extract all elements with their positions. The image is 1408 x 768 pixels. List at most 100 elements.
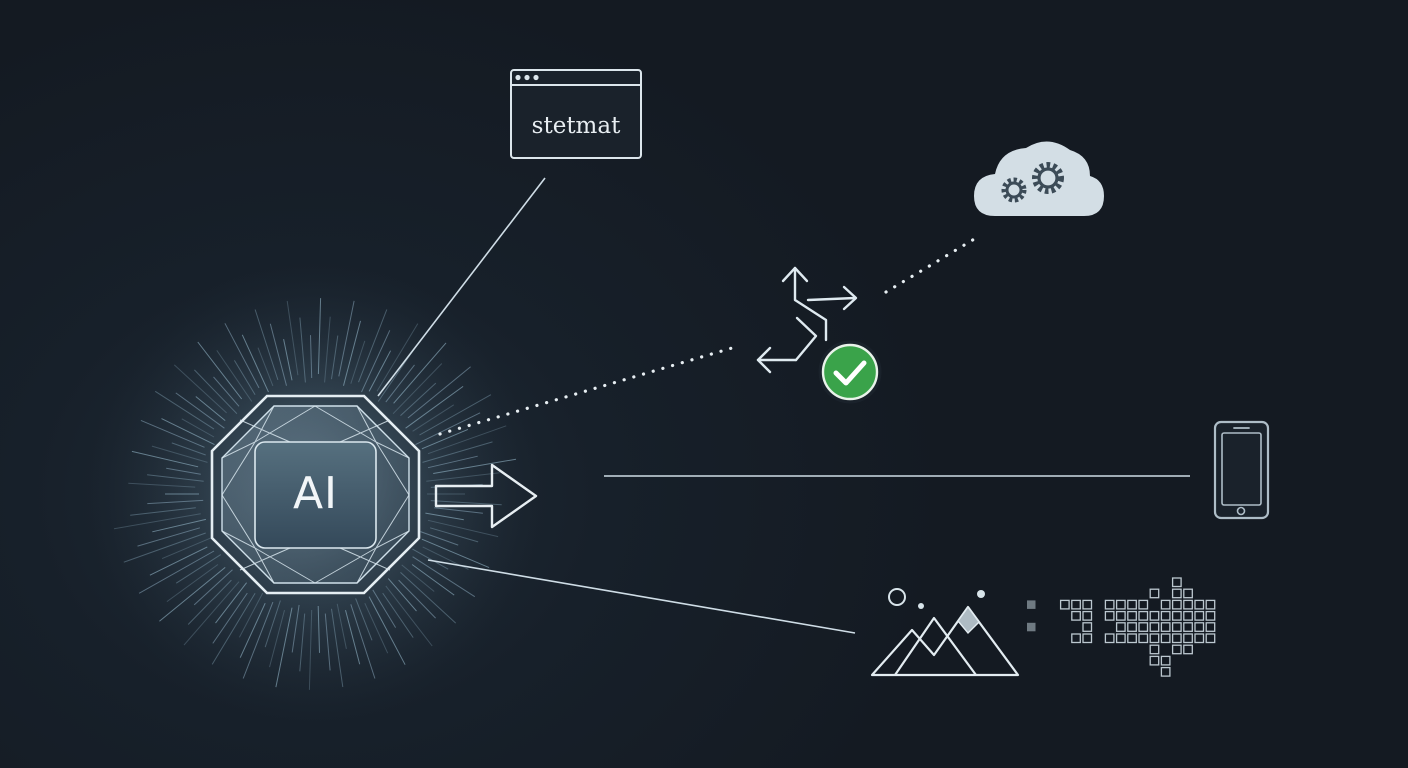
hub-ray xyxy=(152,518,207,533)
pixel-square xyxy=(1171,644,1182,655)
hub-ray xyxy=(372,589,397,628)
pixel-square xyxy=(1194,633,1205,644)
hub-ray xyxy=(385,364,415,403)
hub-ray xyxy=(212,592,248,644)
hub-ray xyxy=(257,347,274,387)
hub-ray xyxy=(213,376,240,407)
pixel-square xyxy=(1115,599,1126,610)
hub-ray xyxy=(181,418,215,438)
hub-ray xyxy=(433,458,517,474)
browser-window-label: stetmat xyxy=(532,113,621,139)
connector-image xyxy=(427,559,856,634)
hub-ray xyxy=(128,482,196,488)
pixel-square xyxy=(1082,610,1093,621)
hub-ray xyxy=(283,339,293,381)
hub-ray xyxy=(291,604,300,653)
pixel-square xyxy=(1127,610,1137,621)
hub-rays xyxy=(113,298,517,690)
hub-ray xyxy=(430,500,502,506)
hub-ray xyxy=(299,613,306,672)
hub-ray xyxy=(286,300,299,376)
hub-ray xyxy=(308,609,313,690)
hub-ray xyxy=(427,519,499,538)
pixel-square xyxy=(1183,588,1193,599)
pixel-square xyxy=(1183,644,1193,655)
hub-ray xyxy=(324,316,331,383)
hub-ray xyxy=(159,567,226,622)
connector-browser xyxy=(377,177,546,397)
hub-label: AI xyxy=(293,468,338,519)
pixel-square xyxy=(1104,599,1115,610)
pixel-square xyxy=(1149,610,1160,621)
hub-ray xyxy=(147,474,204,482)
hub-ray xyxy=(400,572,457,624)
hub-ray xyxy=(175,392,225,429)
hub-ray xyxy=(137,527,201,547)
hub-ray xyxy=(412,404,455,432)
pixel-square xyxy=(1071,610,1081,621)
pixel-square xyxy=(1160,610,1171,621)
pixel-square xyxy=(1149,622,1160,632)
cloud-gears-icon[interactable] xyxy=(974,141,1104,216)
browser-window-icon[interactable]: stetmat xyxy=(510,69,642,159)
hub-ray xyxy=(376,323,419,392)
pixel-grid xyxy=(1027,577,1216,677)
hub-arrow-icon xyxy=(434,463,538,529)
pixel-square xyxy=(1127,599,1137,610)
hub-ray xyxy=(355,598,373,641)
pixel-square xyxy=(1149,633,1160,644)
hub-ray xyxy=(364,602,389,654)
pixel-square xyxy=(1127,622,1137,632)
pixel-square xyxy=(1149,655,1160,666)
hub-ray xyxy=(242,601,274,679)
pixel-square xyxy=(1127,633,1137,644)
pixel-square xyxy=(1194,622,1205,632)
pixel-square xyxy=(1027,600,1036,609)
branching-arrows-check-icon[interactable] xyxy=(756,266,882,404)
hub-ray xyxy=(154,390,215,430)
hub-ray xyxy=(427,425,507,455)
pixel-square xyxy=(1205,622,1216,632)
pixel-square xyxy=(1171,577,1182,588)
hub-ray xyxy=(419,394,492,436)
hub-ray xyxy=(317,298,322,375)
pixel-square xyxy=(1115,610,1126,621)
hub-ray xyxy=(350,604,376,679)
pixel-square xyxy=(1171,599,1182,610)
hub-ray xyxy=(238,592,264,638)
hub-ray xyxy=(411,564,455,596)
pixel-square xyxy=(1160,666,1171,677)
hub-ray xyxy=(422,441,493,463)
hub-ray xyxy=(161,418,215,446)
pixel-square xyxy=(1082,622,1093,632)
pixel-square xyxy=(1194,610,1205,621)
pixel-square xyxy=(1183,599,1193,610)
pixel-square xyxy=(1183,633,1193,644)
pixel-square xyxy=(1138,599,1149,610)
ai-chip-icon[interactable]: AI xyxy=(210,394,421,595)
mountain-image-pixels-icon[interactable] xyxy=(870,577,1216,677)
smartphone-icon[interactable] xyxy=(1213,420,1270,520)
pixel-square xyxy=(1082,599,1093,610)
hub-ray xyxy=(211,593,256,665)
pixel-square xyxy=(1160,655,1171,666)
hub-ray xyxy=(420,531,459,546)
hub-ray xyxy=(130,507,196,516)
hub-ray xyxy=(161,537,212,560)
pixel-square xyxy=(1205,610,1216,621)
hub-ray xyxy=(197,341,243,400)
hub-ray xyxy=(331,335,339,380)
pixel-square xyxy=(1138,633,1149,644)
hub-ray xyxy=(310,335,313,379)
hub-ray xyxy=(426,472,500,482)
hub-ray xyxy=(194,369,238,415)
pixel-square xyxy=(1138,610,1149,621)
hub-ray xyxy=(241,334,269,393)
hub-ray xyxy=(338,300,355,377)
pixel-square xyxy=(1205,633,1216,644)
pixel-square xyxy=(1104,633,1115,644)
hub-ray xyxy=(429,527,479,543)
hub-ray xyxy=(400,382,437,416)
hub-ray xyxy=(269,609,285,668)
